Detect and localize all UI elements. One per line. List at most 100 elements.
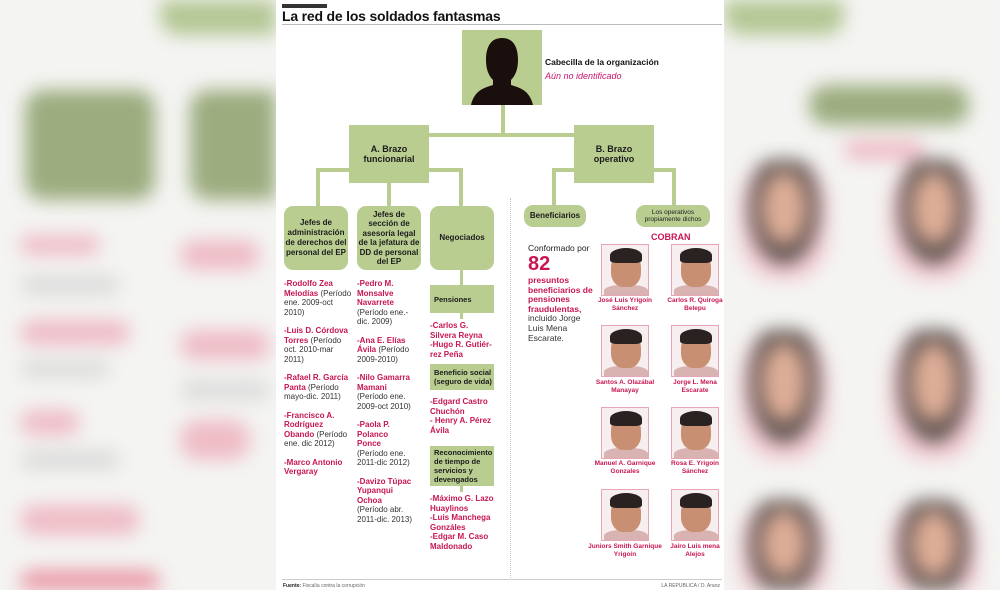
list-item: -Francisco A. Rodríguez Obando (Período … — [284, 411, 352, 449]
person-name: -Luis Manchega Gonzáles — [430, 513, 491, 532]
photo-caption: Juniors Smith Garnique Yrigoín — [588, 543, 662, 558]
list-item: -Marco Antonio Vergaray — [284, 458, 352, 477]
connector-line — [460, 486, 463, 492]
column-divider — [510, 198, 511, 578]
period-text: (Período oct. 2010-mar 2011) — [284, 335, 342, 364]
person-photo — [601, 489, 649, 541]
person-name: -Ana E. Elías Ávila — [357, 335, 406, 355]
cobran-heading: COBRAN — [651, 232, 691, 242]
person-name: - Henry A. Pérez Ávila — [430, 416, 492, 435]
footer-source: Fuente: Fiscalía contra la corrupción — [283, 583, 365, 589]
jefes-admin-box: Jefes de administración de derechos del … — [284, 206, 348, 270]
person-photo — [671, 407, 719, 459]
person-photo — [601, 244, 649, 296]
jefes-admin-list: -Rodolfo Zea Melodías (Período ene. 2009… — [284, 279, 352, 486]
period-text: (Período 2009-2010) — [357, 345, 410, 364]
person-name: -Marco Antonio Vergaray — [284, 457, 343, 477]
person-photo — [671, 325, 719, 377]
source-label: Fuente: — [283, 583, 302, 589]
person-photo — [671, 489, 719, 541]
page-title: La red de los soldados fantasmas — [282, 8, 501, 24]
reconocimiento-box: Reconocimiento de tiempo de servicios y … — [430, 446, 494, 486]
pensiones-label: Pensiones — [434, 294, 472, 304]
person-photo — [601, 325, 649, 377]
leader-label: Cabecilla de la organización — [545, 57, 659, 67]
jefes-admin-label: Jefes de administración de derechos del … — [285, 218, 347, 257]
description-rest: incluido Jorge Luis Mena Escarate. — [528, 313, 581, 343]
jefes-seccion-list: -Pedro M. Monsalve Navarrete (Período en… — [357, 279, 413, 533]
period-text: (Período ene. 2011-dic 2012) — [357, 448, 410, 468]
beneficio-label: Beneficio social (seguro de vida) — [434, 368, 492, 386]
connector-line — [316, 168, 320, 208]
connector-line — [459, 168, 463, 208]
leader-status: Aún no identificado — [545, 71, 622, 81]
title-divider — [282, 24, 722, 25]
person-name: -Davizo Túpac Yupanqui Ochoa — [357, 476, 412, 505]
person-name: -Rodolfo Zea Melodías — [284, 279, 333, 298]
list-item: -Pedro M. Monsalve Navarrete (Período en… — [357, 279, 413, 327]
photo-caption: Manuel A. Garnique Gonzales — [594, 460, 656, 475]
branch-a-label: A. Brazo funcionarial — [363, 143, 415, 165]
list-item: -Luis D. Córdova Torres (Período oct. 20… — [284, 326, 352, 364]
beneficiarios-label: Beneficiarios — [529, 210, 581, 220]
connector-line — [672, 168, 676, 208]
period-text: (Período ene. dic 2012) — [284, 429, 348, 449]
person-name: -Pedro M. Monsalve Navarrete — [357, 279, 394, 307]
conformado-label: Conformado por — [528, 243, 590, 253]
period-text: (Período abr. 2011-dic. 2013) — [357, 505, 412, 524]
reconocimiento-label: Reconocimiento de tiempo de servicios y … — [434, 448, 493, 484]
period-text: (Período ene. 2009-oct 2010) — [357, 392, 411, 411]
connector-line — [552, 168, 556, 208]
list-item: -Rodolfo Zea Melodías (Período ene. 2009… — [284, 279, 352, 317]
reconocimiento-list: -Máximo G. Lazo Huaylinos -Luis Manchega… — [430, 494, 496, 551]
person-name: -Hugo R. Gutiér-rez Peña — [430, 340, 492, 359]
beneficiarios-box: Beneficiarios — [524, 205, 586, 227]
jefes-seccion-label: Jefes de sección de asesoría legal de la… — [358, 209, 420, 267]
photo-caption: Santos A. Olazábal Manayay — [595, 379, 655, 394]
period-text: (Período mayo-dic. 2011) — [284, 382, 341, 402]
source-text: Fiscalía contra la corrupción — [301, 583, 365, 589]
pensiones-list: -Carlos G. Silvera Reyna -Hugo R. Gutiér… — [430, 321, 496, 359]
description-highlight: presuntos beneficiarios de pensiones fra… — [528, 275, 593, 314]
person-photo — [601, 407, 649, 459]
period-text: (Período ene. 2009-oct 2010) — [284, 288, 352, 317]
photo-caption: Rosa E. Yrigoín Sánchez — [671, 460, 719, 475]
branch-a-box: A. Brazo funcionarial — [349, 125, 429, 183]
person-silhouette-icon — [471, 38, 533, 105]
beneficiaries-count: 82 — [528, 253, 551, 275]
connector-line — [387, 183, 391, 208]
photo-caption: José Luis Yrigoín Sánchez — [597, 297, 653, 312]
connector-line — [460, 313, 463, 319]
infographic-panel: La red de los soldados fantasmas Cabecil… — [276, 0, 724, 590]
footer-credit: LA REPUBLICA / D. Araoz — [661, 583, 720, 589]
blurred-background-left — [0, 0, 276, 590]
photo-caption: Carlos R. Quiroga Belepu — [667, 297, 723, 312]
beneficio-box: Beneficio social (seguro de vida) — [430, 364, 494, 390]
person-name: -Paola P. Polanco Ponce — [357, 420, 390, 448]
leader-silhouette-box — [462, 30, 542, 105]
person-name: -Rafael R. García Panta — [284, 373, 349, 392]
branch-b-label: B. Brazo operativo — [593, 143, 635, 165]
person-name: -Luis D. Córdova Torres — [284, 326, 349, 345]
photo-caption: Jairo Luis mena Alejos — [670, 543, 720, 558]
person-name: -Francisco A. Rodríguez Obando — [284, 410, 335, 439]
person-name: -Edgard Castro Chuchón — [430, 397, 488, 416]
connector-line — [426, 133, 576, 137]
person-name: -Edgar M. Caso Maldonado — [430, 532, 489, 551]
connector-line — [316, 168, 462, 172]
list-item: -Rafael R. García Panta (Período mayo-di… — [284, 373, 352, 402]
beneficiaries-description: presuntos beneficiarios de pensiones fra… — [528, 275, 598, 343]
person-photo — [671, 244, 719, 296]
footer-divider — [282, 579, 722, 580]
connector-line — [552, 168, 676, 172]
negociados-box: Negociados — [430, 206, 494, 270]
beneficio-list: -Edgard Castro Chuchón - Henry A. Pérez … — [430, 397, 496, 435]
pensiones-box: Pensiones — [430, 285, 494, 313]
list-item: -Nilo Gamarra Mamani (Período ene. 2009-… — [357, 373, 413, 411]
jefes-seccion-box: Jefes de sección de asesoría legal de la… — [357, 206, 421, 270]
title-accent-bar — [282, 4, 327, 8]
connector-line — [460, 270, 463, 286]
person-name: -Máximo G. Lazo Huaylinos — [430, 494, 494, 513]
negociados-label: Negociados — [439, 232, 485, 242]
list-item: -Paola P. Polanco Ponce (Período ene. 20… — [357, 420, 413, 468]
